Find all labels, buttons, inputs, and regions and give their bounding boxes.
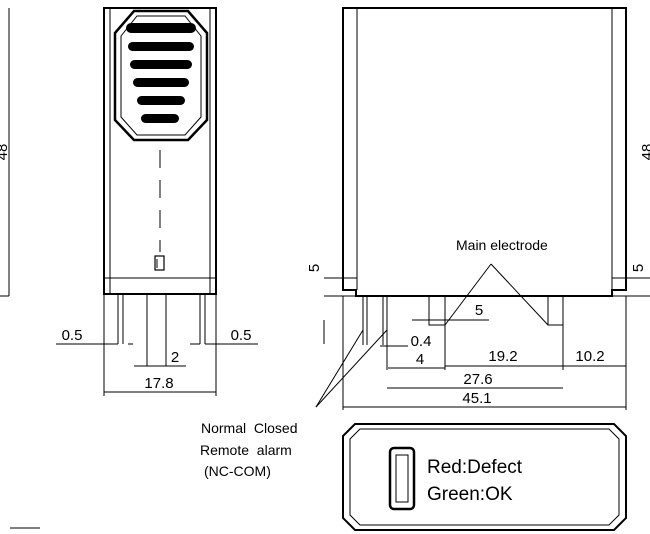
left-edge-view: 48 (0, 8, 40, 529)
right-margin-dim: 10.2 (575, 348, 604, 365)
side-view: 0.5 0.5 2 17.8 (56, 7, 258, 396)
vent-slots (126, 23, 196, 123)
total-width-dim: 45.1 (462, 390, 491, 407)
red-defect-text: Red:Defect (427, 457, 523, 478)
indicator-window (154, 255, 165, 271)
height-dim-right: 48 (639, 144, 650, 161)
side-pins (103, 294, 217, 396)
electrode-width-dim: 5 (475, 302, 483, 319)
alarm-annotation: Normal Closed Remote alarm (NC-COM) (200, 420, 297, 479)
main-electrode-label: Main electrode (456, 237, 548, 253)
pin-height-dim-right: 5 (630, 264, 647, 272)
status-legend: Red:Defect Green:OK (342, 423, 627, 531)
gap-dim-right: 0.5 (231, 327, 252, 344)
gap-dim-left: 0.5 (62, 327, 83, 344)
green-ok-text: Green:OK (427, 484, 513, 505)
pin-height-dim-left: 5 (306, 264, 323, 272)
alarm-label-line3: (NC-COM) (204, 463, 271, 479)
pitch-dim: 2 (171, 349, 179, 366)
offset-dim-b: 4 (416, 351, 424, 368)
front-view: 48 5 5 5 0.4 4 (306, 7, 650, 410)
height-dim-left: 48 (0, 144, 11, 161)
offset-dim-a: 0.4 (411, 333, 432, 350)
inner-span-dim: 27.6 (463, 371, 492, 388)
spacing-dim: 19.2 (488, 348, 517, 365)
main-electrodes (428, 296, 564, 370)
vent-window (113, 9, 209, 142)
alarm-pins (362, 296, 388, 370)
alarm-label-line2: Remote alarm (200, 442, 292, 458)
status-led (388, 446, 416, 511)
side-width-dim: 17.8 (144, 375, 173, 392)
alarm-label-line1: Normal Closed (201, 420, 297, 436)
